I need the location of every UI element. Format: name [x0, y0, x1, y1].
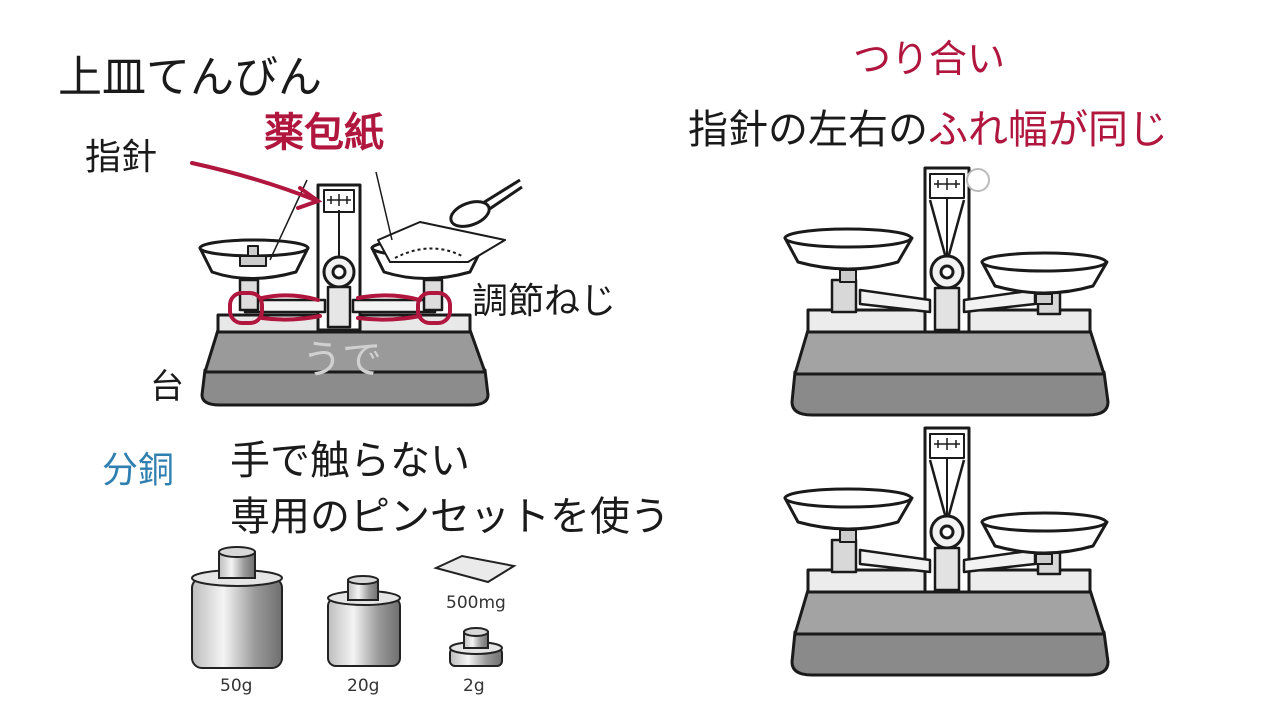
weight-label-20g: 20g: [347, 676, 380, 696]
label-base: 台: [150, 367, 184, 407]
subtitle-highlight: ふれ幅が同じ: [928, 107, 1168, 153]
balance-heading: つり合い: [853, 37, 1006, 81]
weights-rule-2: 専用のピンセットを使う: [230, 494, 670, 540]
page-title: 上皿てんびん: [58, 52, 322, 103]
label-arm: うで: [302, 337, 382, 383]
balance-bottom: [783, 426, 1110, 677]
label-pointer: 指針: [85, 137, 158, 178]
weight-2g: [449, 627, 503, 667]
weight-label-2g: 2g: [463, 676, 485, 696]
left-base: [200, 368, 490, 407]
subtitle-plain: 指針の左右の: [688, 107, 928, 153]
weight-label-500mg: 500mg: [446, 593, 506, 613]
weights-heading: 分銅: [102, 450, 175, 491]
weights-rule-1: 手で触らない: [230, 438, 470, 484]
label-adjust-screw: 調節ねじ: [472, 281, 617, 322]
label-medicine-paper: 薬包紙: [264, 110, 384, 156]
balance-subtitle: 指針の左右のふれ幅が同じ: [688, 110, 1168, 150]
weight-50g: [191, 546, 283, 669]
cursor: [966, 168, 990, 192]
arm-highlight-left: [228, 291, 264, 325]
weight-label-50g: 50g: [220, 676, 253, 696]
pointer-arrow: [190, 161, 317, 202]
weight-20g: [327, 575, 401, 667]
arm-highlight-right: [416, 291, 452, 325]
weight-500mg: [433, 554, 517, 584]
